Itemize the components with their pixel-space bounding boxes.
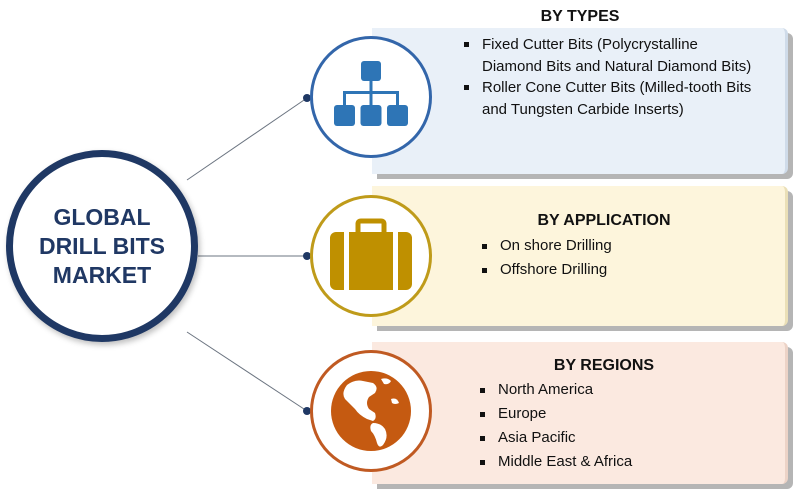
briefcase-icon xyxy=(330,218,412,290)
application-heading: BY APPLICATION xyxy=(537,212,671,229)
list-item: Offshore Drilling xyxy=(480,258,760,282)
list-item: Middle East & Africa xyxy=(478,450,758,474)
list-item: Asia Pacific xyxy=(478,426,758,450)
regions-icon-circle xyxy=(310,350,432,472)
connector-regions xyxy=(186,331,308,412)
types-panel xyxy=(372,28,788,174)
globe-icon xyxy=(331,371,411,451)
types-list: Fixed Cutter Bits (Polycrystalline Diamo… xyxy=(462,34,762,120)
regions-panel xyxy=(372,342,788,484)
application-list: On shore Drilling Offshore Drilling xyxy=(480,234,760,282)
connector-types xyxy=(186,97,308,181)
list-item: Roller Cone Cutter Bits (Milled-tooth Bi… xyxy=(462,77,762,120)
regions-list: North America Europe Asia Pacific Middle… xyxy=(478,378,758,474)
list-item: Fixed Cutter Bits (Polycrystalline Diamo… xyxy=(462,34,762,77)
application-panel xyxy=(372,186,788,326)
list-item: Europe xyxy=(478,402,758,426)
market-title: GLOBAL DRILL BITS MARKET xyxy=(38,203,166,288)
list-item: North America xyxy=(478,378,758,402)
market-hub-circle: GLOBAL DRILL BITS MARKET xyxy=(6,150,198,342)
application-icon-circle xyxy=(310,195,432,317)
types-icon-circle xyxy=(310,36,432,158)
hierarchy-icon xyxy=(334,61,408,126)
connector-dot-application xyxy=(303,252,311,260)
regions-heading: BY REGIONS xyxy=(553,357,655,374)
list-item: On shore Drilling xyxy=(480,234,760,258)
connector-dot-regions xyxy=(303,407,311,415)
types-heading: BY TYPES xyxy=(540,8,620,25)
connector-dot-types xyxy=(303,94,311,102)
